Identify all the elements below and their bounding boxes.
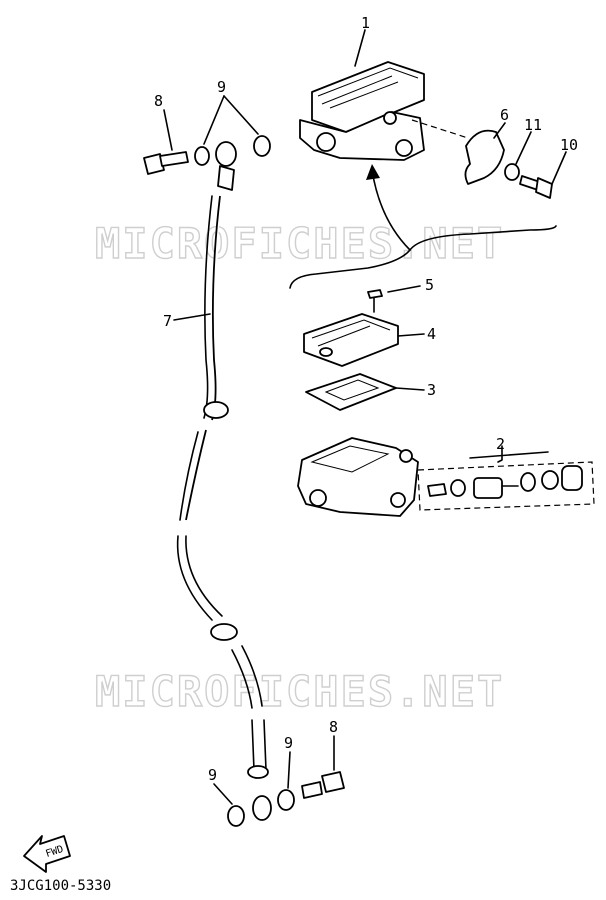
leader-1 — [354, 29, 366, 67]
brake-hose-part-7 — [176, 195, 272, 821]
leader-10 — [551, 151, 567, 185]
label-part-9-bottom-left: 9 — [208, 766, 217, 784]
washer-top-left-part-9 — [194, 146, 210, 166]
leader-8-top — [163, 109, 173, 151]
label-part-5: 5 — [425, 276, 434, 294]
leader-2-bar — [469, 451, 549, 459]
bolt-part-10 — [519, 175, 553, 199]
label-part-2: 2 — [496, 435, 505, 453]
label-part-9-top: 9 — [217, 78, 226, 96]
watermark-bottom: MICROFICHES.NET — [95, 667, 504, 716]
leader-9-bottom-left — [213, 783, 233, 805]
leader-9-bottom-right — [287, 751, 291, 789]
label-part-6: 6 — [500, 106, 509, 124]
fwd-arrow-icon: FWD — [23, 835, 71, 873]
watermark-top: MICROFICHES.NET — [95, 219, 504, 268]
leader-6 — [493, 122, 506, 139]
piston-kit-dashed-box — [417, 461, 595, 511]
label-part-8-top: 8 — [154, 92, 163, 110]
seal-ring — [520, 472, 536, 492]
fwd-label: FWD — [44, 844, 65, 860]
washer-bottom-right-part-9 — [277, 789, 295, 811]
leader-9-top-b — [223, 95, 259, 135]
label-part-1: 1 — [361, 14, 370, 32]
leader-4 — [397, 333, 425, 337]
banjo-bolt-bottom-part-8 — [301, 771, 345, 799]
label-part-7: 7 — [163, 312, 172, 330]
piston-kit-part-2 — [417, 461, 595, 511]
screw-part-5 — [367, 289, 383, 313]
cup-seal — [450, 479, 466, 497]
reservoir-cap-part-4 — [303, 313, 399, 367]
leader-11 — [515, 131, 532, 165]
washer-top-right-part-9 — [253, 135, 271, 157]
master-cylinder-body — [297, 437, 419, 517]
leader-3 — [395, 387, 425, 391]
label-part-9-bottom-right: 9 — [284, 734, 293, 752]
diagram-code: 3JCG100-5330 — [10, 878, 111, 894]
master-cylinder-assembly — [299, 61, 425, 161]
label-part-3: 3 — [427, 381, 436, 399]
banjo-fitting-top — [215, 141, 237, 191]
washer-bottom-left-part-9 — [227, 805, 245, 827]
label-part-10: 10 — [560, 136, 578, 154]
washer-part-11 — [504, 163, 520, 181]
label-part-11: 11 — [524, 116, 542, 134]
washer-ring — [541, 470, 559, 490]
exploded-view-arrowhead — [366, 164, 380, 180]
leader-2 — [497, 445, 503, 463]
clamp-part-6 — [464, 129, 505, 185]
label-part-4: 4 — [427, 325, 436, 343]
banjo-bolt-top-part-8 — [143, 151, 189, 175]
label-part-8-bottom: 8 — [329, 718, 338, 736]
exploded-view-arrow-line — [371, 169, 411, 251]
leader-9-top-a — [203, 95, 225, 145]
leader-7 — [173, 313, 211, 321]
diaphragm-part-3 — [305, 373, 397, 411]
leader-5 — [387, 285, 421, 293]
piston — [473, 477, 503, 499]
spring — [427, 483, 447, 497]
boot — [561, 465, 583, 491]
